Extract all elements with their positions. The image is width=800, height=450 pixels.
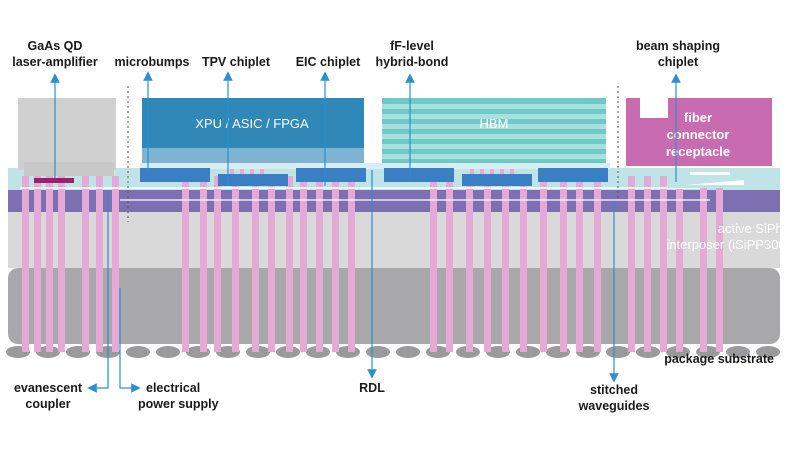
solder-ball [156,346,180,358]
via [594,176,601,352]
substrate-label: package substrate [664,352,774,366]
stitched-label-1: stitched [590,383,638,397]
power-label-1: electrical [146,381,200,395]
rdl-label: RDL [359,381,385,395]
beam-label-1: beam shaping [636,39,720,53]
beam-label-2: chiplet [658,55,699,69]
fiber-label-1: fiber [684,110,712,125]
tpv-label: TPV chiplet [202,55,271,69]
evanescent-label-1: evanescent [14,381,83,395]
stitched-waveguide-lines [20,187,710,201]
leader-lines [50,71,681,393]
hybrid-label-2: hybrid-bond [376,55,449,69]
hybrid-label-1: fF-level [390,39,434,53]
via [200,176,207,352]
via [182,176,189,352]
hybrid-bond-layer [140,163,610,169]
gaas-label-2: laser-amplifier [12,55,98,69]
via [520,176,527,352]
fiber-label-2: connector [667,127,730,142]
interposer-label-1: active SiPho [718,221,790,236]
fiber-receptacle [626,98,772,188]
via [716,176,723,352]
solder-ball [606,346,630,358]
interposer-label-2: interposer (iSiPP300) [666,237,790,252]
solder-ball [726,346,750,358]
xpu-chip [142,98,364,164]
via [644,176,651,352]
via [22,176,29,352]
via [446,176,453,352]
via [286,176,293,352]
via [660,176,667,352]
via [58,176,65,352]
through-vias [22,158,723,352]
hbm-stack [382,98,606,164]
via [268,176,275,352]
power-label-2: power supply [138,397,219,411]
via [332,176,339,352]
via [96,176,103,352]
hbm-label: HBM [480,116,509,131]
via [628,176,635,352]
via [560,176,567,352]
via [252,176,259,352]
via [112,176,119,352]
via [46,176,53,352]
gaas-laser-chip [18,98,116,183]
via [34,176,41,352]
fiber-label-3: receptacle [666,144,730,159]
via [502,176,509,352]
evanescent-label-2: coupler [25,397,70,411]
solder-ball [126,346,150,358]
via [316,176,323,352]
microbumps-label: microbumps [114,55,189,69]
xpu-label: XPU / ASIC / FPGA [195,116,309,131]
via [214,176,221,352]
via [466,176,473,352]
via [700,176,707,352]
via [540,176,547,352]
solder-ball [756,346,780,358]
via [232,176,239,352]
via [676,176,683,352]
via [430,176,437,352]
via [348,176,355,352]
solder-ball [366,346,390,358]
embedded-chiplets [140,168,608,186]
via [82,176,89,352]
via [576,176,583,352]
active-sipho-interposer [8,210,780,268]
via [300,176,307,352]
gaas-label-1: GaAs QD [28,39,83,53]
stitched-label-2: waveguides [578,399,650,413]
eic-label: EIC chiplet [296,55,361,69]
via [484,176,491,352]
solder-ball [516,346,540,358]
solder-ball [396,346,420,358]
